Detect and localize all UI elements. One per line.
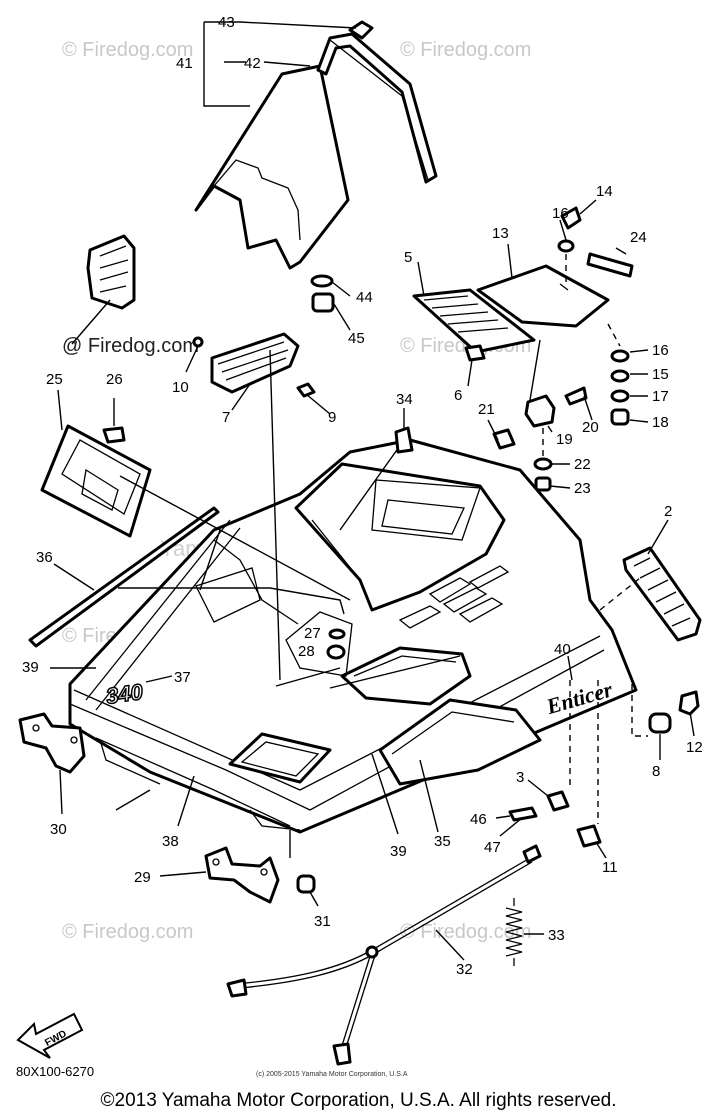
part-label-12: 12	[686, 739, 703, 756]
part-label-29: 29	[134, 869, 151, 886]
part-label-35: 35	[434, 833, 451, 850]
part-label-40: 40	[554, 641, 571, 658]
part-label-22: 22	[574, 456, 591, 473]
watermark-firedog: © Firedog.com	[62, 39, 193, 61]
part-label-41: 41	[176, 55, 193, 72]
clip-9	[296, 382, 316, 398]
part-label-47: 47	[484, 839, 501, 856]
side-grille-left	[86, 234, 136, 310]
nut-3	[546, 790, 570, 812]
hinge-30	[18, 712, 86, 774]
nut-18	[610, 408, 630, 426]
copyright-notice: ©2013 Yamaha Motor Corporation, U.S.A. A…	[100, 1090, 617, 1111]
part-label-42: 42	[244, 55, 261, 72]
part-label-32: 32	[456, 961, 473, 978]
bolt-14	[560, 206, 582, 230]
part-label-20: 20	[582, 419, 599, 436]
bolt-20	[564, 386, 588, 406]
rivet-10	[192, 336, 204, 348]
watermark-firedog: © Firedog.com	[400, 921, 531, 943]
spring-33	[505, 898, 523, 966]
part-label-43: 43	[218, 14, 235, 31]
part-label-28: 28	[298, 643, 315, 660]
part-label-45: 45	[348, 330, 365, 347]
part-label-3: 3	[516, 769, 524, 786]
washer-17	[610, 389, 630, 403]
washer-15	[610, 369, 630, 383]
watermark-firedog: © Firedog.com	[400, 39, 531, 61]
nut-26	[102, 426, 126, 444]
watermark-firedog: © Firedog.com	[62, 921, 193, 943]
washer-16-top	[557, 239, 575, 253]
part-label-38: 38	[162, 833, 179, 850]
part-label-9: 9	[328, 409, 336, 426]
cover-13	[476, 264, 610, 328]
decal-46	[508, 806, 538, 822]
part-label-44: 44	[356, 289, 373, 306]
part-label-31: 31	[314, 913, 331, 930]
part-label-30: 30	[50, 821, 67, 838]
bar-24	[586, 252, 634, 278]
part-label-39-right: 39	[390, 843, 407, 860]
hood-cable-32	[226, 844, 542, 1066]
part-label-10: 10	[172, 379, 189, 396]
part-label-11: 11	[602, 859, 618, 876]
part-label-5: 5	[404, 249, 412, 266]
nut-23	[534, 476, 552, 492]
part-label-6: 6	[454, 387, 462, 404]
part-label-26: 26	[106, 371, 123, 388]
bracket-19	[524, 394, 556, 428]
fastener-6	[464, 344, 486, 362]
tab-34	[394, 426, 414, 454]
hood-badge-model: 340	[104, 679, 145, 709]
part-label-16-side: 16	[652, 342, 669, 359]
part-label-46: 46	[470, 811, 487, 828]
part-label-16-top: 16	[552, 205, 569, 222]
part-label-23: 23	[574, 480, 591, 497]
part-label-19: 19	[556, 431, 573, 448]
screw-12	[678, 690, 700, 716]
headlight-bezel-25	[40, 424, 152, 538]
fwd-arrow-icon: FWD	[16, 1012, 84, 1059]
hinge-29	[204, 846, 280, 904]
grommet-28	[326, 644, 346, 660]
part-label-13: 13	[492, 225, 509, 242]
part-label-36: 36	[36, 549, 53, 566]
part-label-8: 8	[652, 763, 660, 780]
washer-16-side	[610, 349, 630, 363]
drawing-code: 80X100-6270	[16, 1064, 94, 1079]
washer-27	[328, 628, 346, 640]
part-label-21: 21	[478, 401, 495, 418]
part-label-39-left: 39	[22, 659, 39, 676]
part-label-14: 14	[596, 183, 613, 200]
part-label-27: 27	[304, 625, 321, 642]
nut-21	[492, 428, 516, 450]
part-label-17: 17	[652, 388, 669, 405]
washer-22	[533, 457, 553, 471]
trim-strip-36	[28, 506, 220, 648]
part-label-7: 7	[222, 409, 230, 426]
grille-7	[210, 332, 300, 394]
part-label-24: 24	[630, 229, 647, 246]
grommet-8	[648, 712, 672, 734]
grommet-44	[310, 274, 334, 288]
part-label-34: 34	[396, 391, 413, 408]
part-label-33: 33	[548, 927, 565, 944]
collar-45	[311, 292, 335, 313]
small-credit: (c) 2005-2015 Yamaha Motor Corporation, …	[256, 1071, 408, 1078]
watermark-firedog-dark: @ Firedog.com	[62, 335, 199, 357]
part-label-37: 37	[174, 669, 191, 686]
part-label-25: 25	[46, 371, 63, 388]
part-label-15: 15	[652, 366, 669, 383]
nut-11	[576, 824, 602, 848]
part-label-18: 18	[652, 414, 669, 431]
rack-5	[412, 288, 536, 354]
grommet-31	[296, 874, 316, 894]
windshield-assembly	[194, 20, 438, 270]
side-grille-2	[622, 546, 702, 642]
part-label-2: 2	[664, 503, 672, 520]
hood-main	[68, 438, 638, 834]
